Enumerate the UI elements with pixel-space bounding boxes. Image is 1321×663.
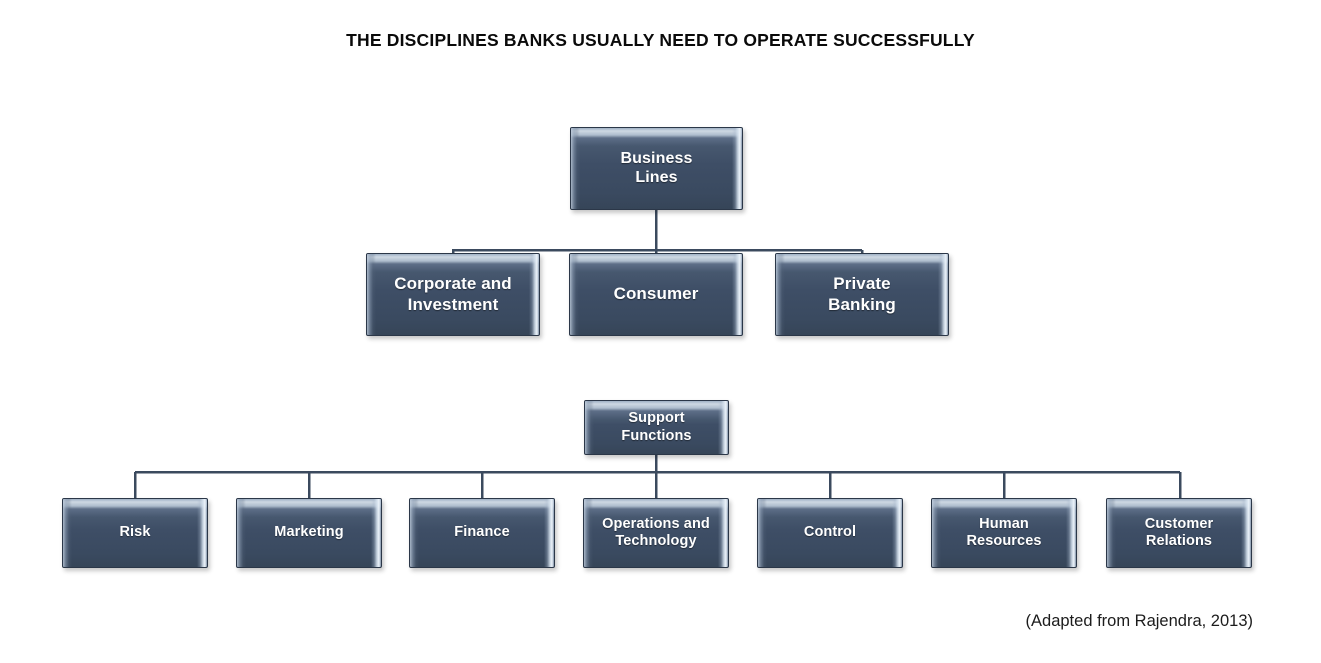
node-corporate-label-2: Investment bbox=[407, 294, 499, 314]
node-private-banking[interactable]: Private Banking bbox=[775, 253, 949, 336]
node-corporate-label-1: Corporate and bbox=[394, 274, 512, 294]
node-support-functions-label-2: Functions bbox=[621, 427, 692, 444]
node-marketing[interactable]: Marketing bbox=[236, 498, 382, 568]
node-operations-label-1: Operations and bbox=[602, 515, 710, 532]
node-control-label-1: Control bbox=[803, 524, 857, 541]
page-title: THE DISCIPLINES BANKS USUALLY NEED TO OP… bbox=[346, 30, 975, 50]
node-finance[interactable]: Finance bbox=[409, 498, 555, 568]
node-private-banking-label-1: Private bbox=[833, 274, 891, 294]
node-operations-and-technology[interactable]: Operations and Technology bbox=[583, 498, 729, 568]
node-human-resources-label-1: Human bbox=[979, 515, 1029, 532]
node-customer-relations-label-1: Customer bbox=[1144, 515, 1214, 532]
node-marketing-label-1: Marketing bbox=[274, 524, 344, 541]
node-human-resources-label-2: Resources bbox=[966, 533, 1042, 549]
node-customer-relations[interactable]: Customer Relations bbox=[1106, 498, 1252, 568]
node-private-banking-label-2: Banking bbox=[828, 294, 896, 314]
node-business-lines[interactable]: Business Lines bbox=[570, 127, 743, 210]
node-control[interactable]: Control bbox=[757, 498, 903, 568]
node-risk[interactable]: Risk bbox=[62, 498, 208, 568]
node-business-lines-label-2: Lines bbox=[635, 168, 678, 186]
node-operations-label-2: Technology bbox=[615, 533, 697, 549]
node-customer-relations-label-2: Relations bbox=[1145, 533, 1213, 549]
node-support-functions[interactable]: Support Functions bbox=[584, 400, 729, 455]
node-support-functions-label-1: Support bbox=[628, 410, 685, 427]
node-consumer-label-1: Consumer bbox=[613, 284, 699, 304]
node-business-lines-label-1: Business bbox=[620, 149, 693, 167]
node-human-resources[interactable]: Human Resources bbox=[931, 498, 1077, 568]
node-consumer[interactable]: Consumer bbox=[569, 253, 743, 336]
node-finance-label-1: Finance bbox=[454, 524, 510, 541]
node-risk-label-1: Risk bbox=[119, 524, 151, 541]
node-corporate-and-investment[interactable]: Corporate and Investment bbox=[366, 253, 540, 336]
attribution-text: (Adapted from Rajendra, 2013) bbox=[1025, 612, 1253, 630]
